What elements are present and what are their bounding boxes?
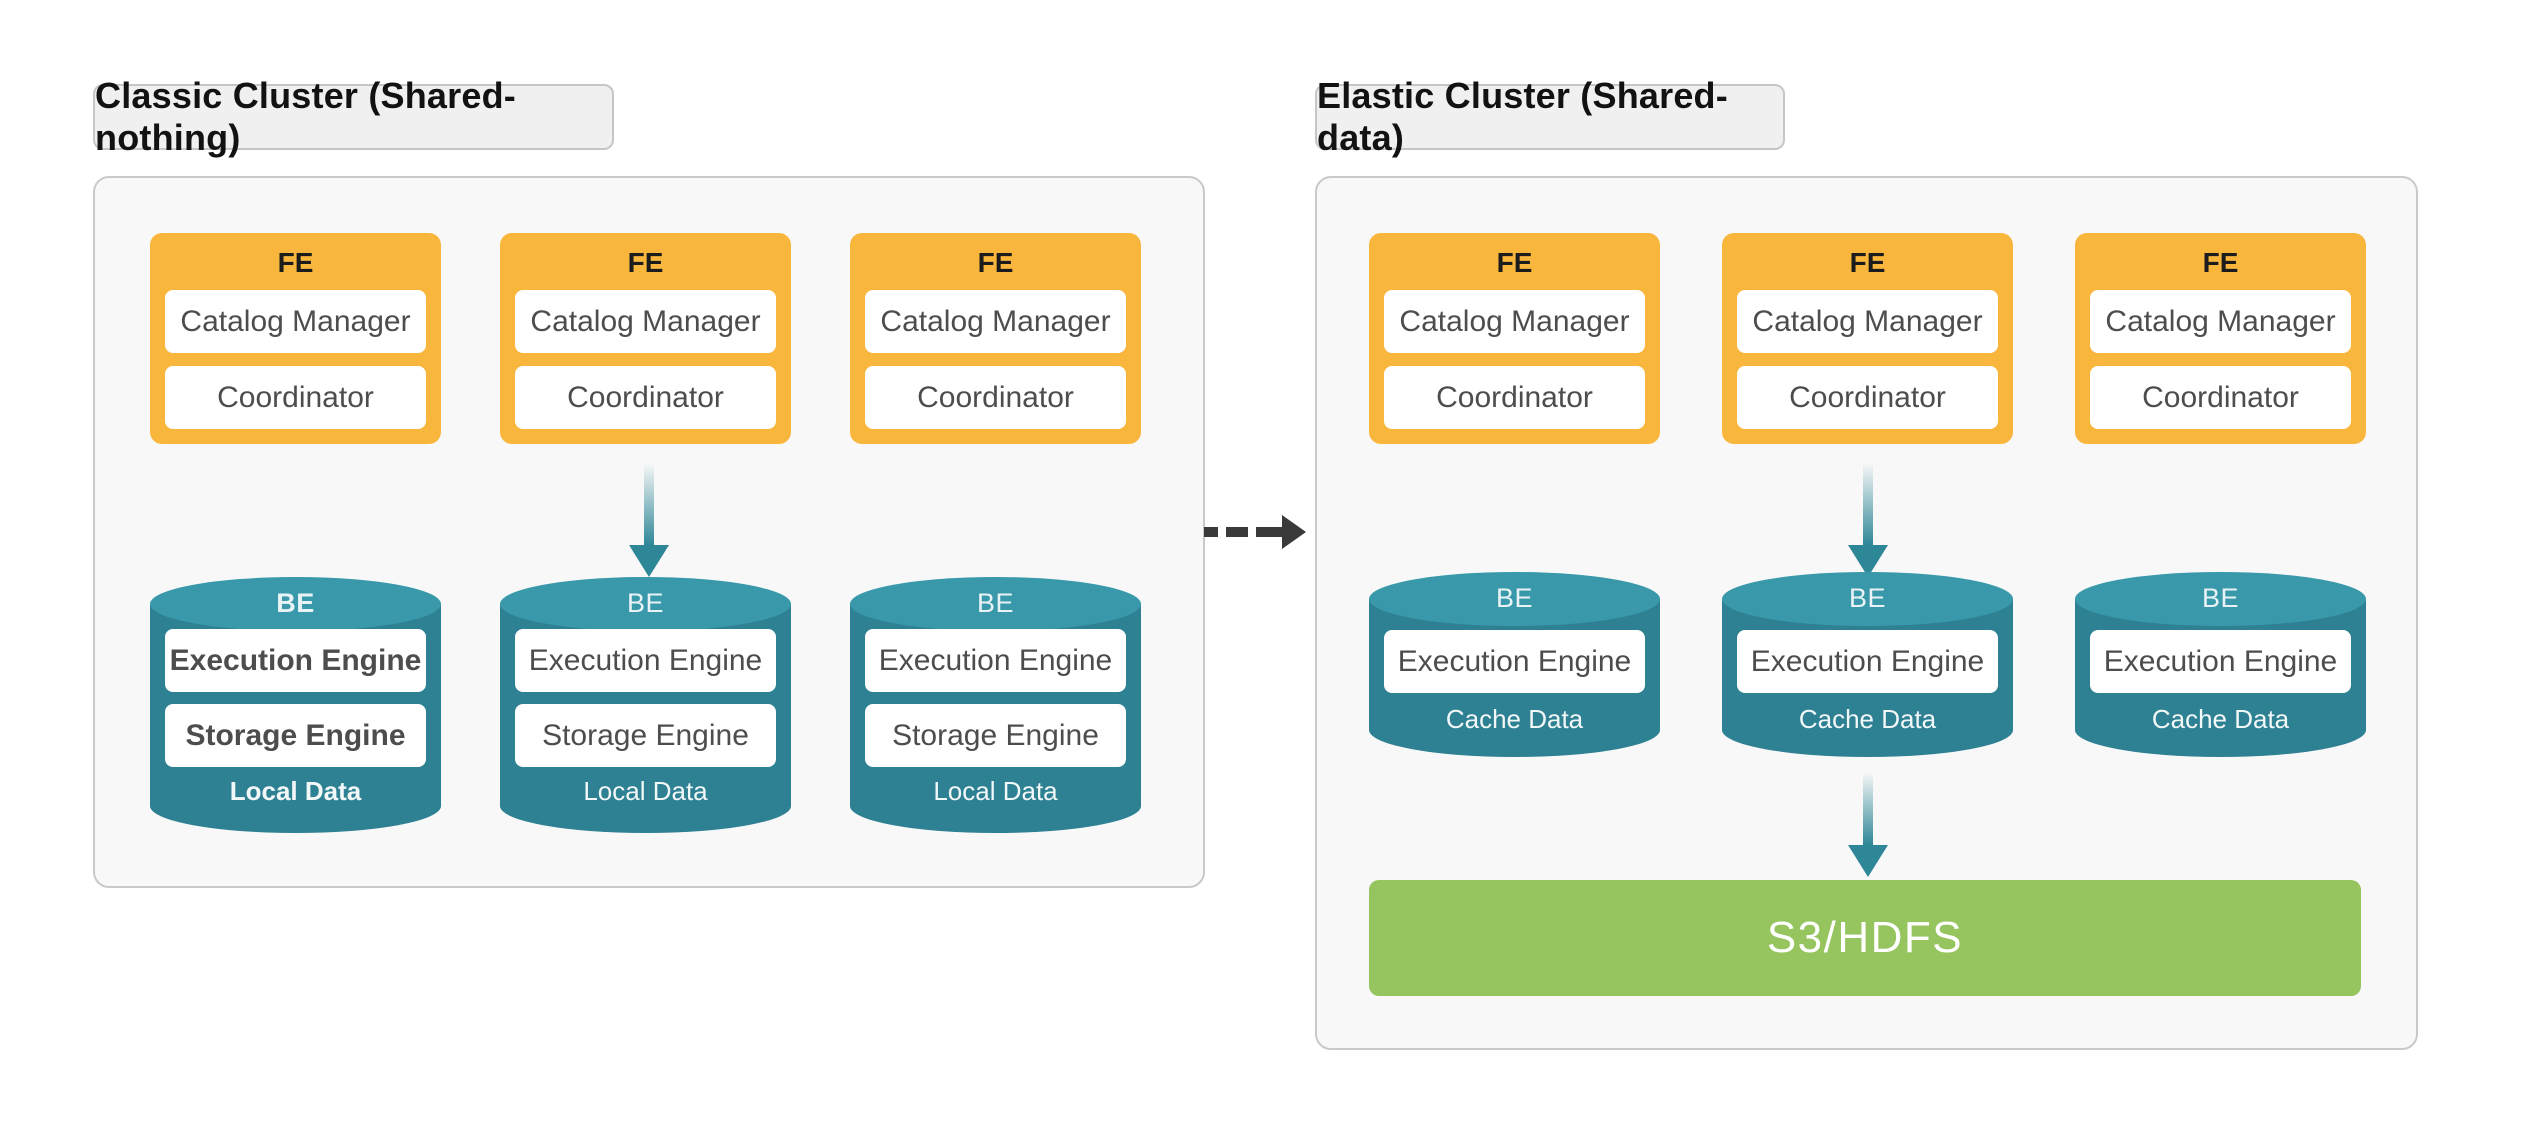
fe-component-catalog-manager: Catalog Manager [1737,290,1998,353]
be-cylinder: BE Execution Engine Cache Data [1369,572,1660,757]
fe-title: FE [977,247,1014,278]
be-data-label: Cache Data [1445,703,1584,734]
flow-arrow-icon [629,463,669,577]
be-component-execution-engine: Execution Engine [515,629,776,692]
be-component-execution-engine: Execution Engine [1737,630,1998,693]
transition-arrow-icon [1204,515,1306,549]
be-component-execution-engine: Execution Engine [865,629,1126,692]
fe-node: FE Catalog Manager Coordinator [500,233,791,444]
be-title: BE [626,587,665,618]
fe-title: FE [2202,247,2239,278]
fe-component-coordinator: Coordinator [515,366,776,429]
database-icon [150,577,441,631]
fe-component-catalog-manager: Catalog Manager [165,290,426,353]
be-cylinder: BE Execution Engine Cache Data [2075,572,2366,757]
fe-title: FE [627,247,664,278]
flow-arrow-icon [1848,772,1888,877]
fe-node: FE Catalog Manager Coordinator [150,233,441,444]
fe-node: FE Catalog Manager Coordinator [2075,233,2366,444]
be-data-label: Cache Data [2151,703,2290,734]
be-title: BE [2201,582,2240,613]
be-cylinder: BE Execution Engine Storage Engine Local… [850,577,1141,833]
fe-node: FE Catalog Manager Coordinator [1369,233,1660,444]
fe-component-catalog-manager: Catalog Manager [865,290,1126,353]
be-cylinder: BE Execution Engine Cache Data [1722,572,2013,757]
be-cylinder: BE Execution Engine Storage Engine Local… [150,577,441,833]
be-title: BE [276,587,315,618]
be-data-label: Local Data [229,775,362,806]
fe-component-coordinator: Coordinator [2090,366,2351,429]
be-data-label: Local Data [583,775,708,806]
database-icon [500,577,791,631]
fe-node: FE Catalog Manager Coordinator [850,233,1141,444]
be-component-execution-engine: Execution Engine [1384,630,1645,693]
fe-title: FE [277,247,314,278]
fe-component-catalog-manager: Catalog Manager [515,290,776,353]
database-icon [850,577,1141,631]
fe-component-catalog-manager: Catalog Manager [2090,290,2351,353]
fe-component-coordinator: Coordinator [1384,366,1645,429]
be-component-execution-engine: Execution Engine [165,629,426,692]
be-component-storage-engine: Storage Engine [165,704,426,767]
s3-hdfs-storage-box: S3/HDFS [1369,880,2361,996]
fe-title: FE [1849,247,1886,278]
database-icon [1722,572,2013,626]
classic-cluster-label: Classic Cluster (Shared-nothing) [93,75,614,158]
fe-title: FE [1496,247,1533,278]
be-title: BE [1495,582,1534,613]
fe-component-catalog-manager: Catalog Manager [1384,290,1645,353]
fe-component-coordinator: Coordinator [1737,366,1998,429]
be-data-label: Local Data [933,775,1058,806]
be-title: BE [976,587,1015,618]
fe-node: FE Catalog Manager Coordinator [1722,233,2013,444]
database-icon [2075,572,2366,626]
database-icon [1369,572,1660,626]
flow-arrow-icon [1848,463,1888,577]
be-component-execution-engine: Execution Engine [2090,630,2351,693]
be-title: BE [1848,582,1887,613]
be-component-storage-engine: Storage Engine [515,704,776,767]
fe-component-coordinator: Coordinator [165,366,426,429]
be-data-label: Cache Data [1798,703,1937,734]
fe-component-coordinator: Coordinator [865,366,1126,429]
be-cylinder: BE Execution Engine Storage Engine Local… [500,577,791,833]
be-component-storage-engine: Storage Engine [865,704,1126,767]
elastic-cluster-label: Elastic Cluster (Shared-data) [1315,75,1785,158]
